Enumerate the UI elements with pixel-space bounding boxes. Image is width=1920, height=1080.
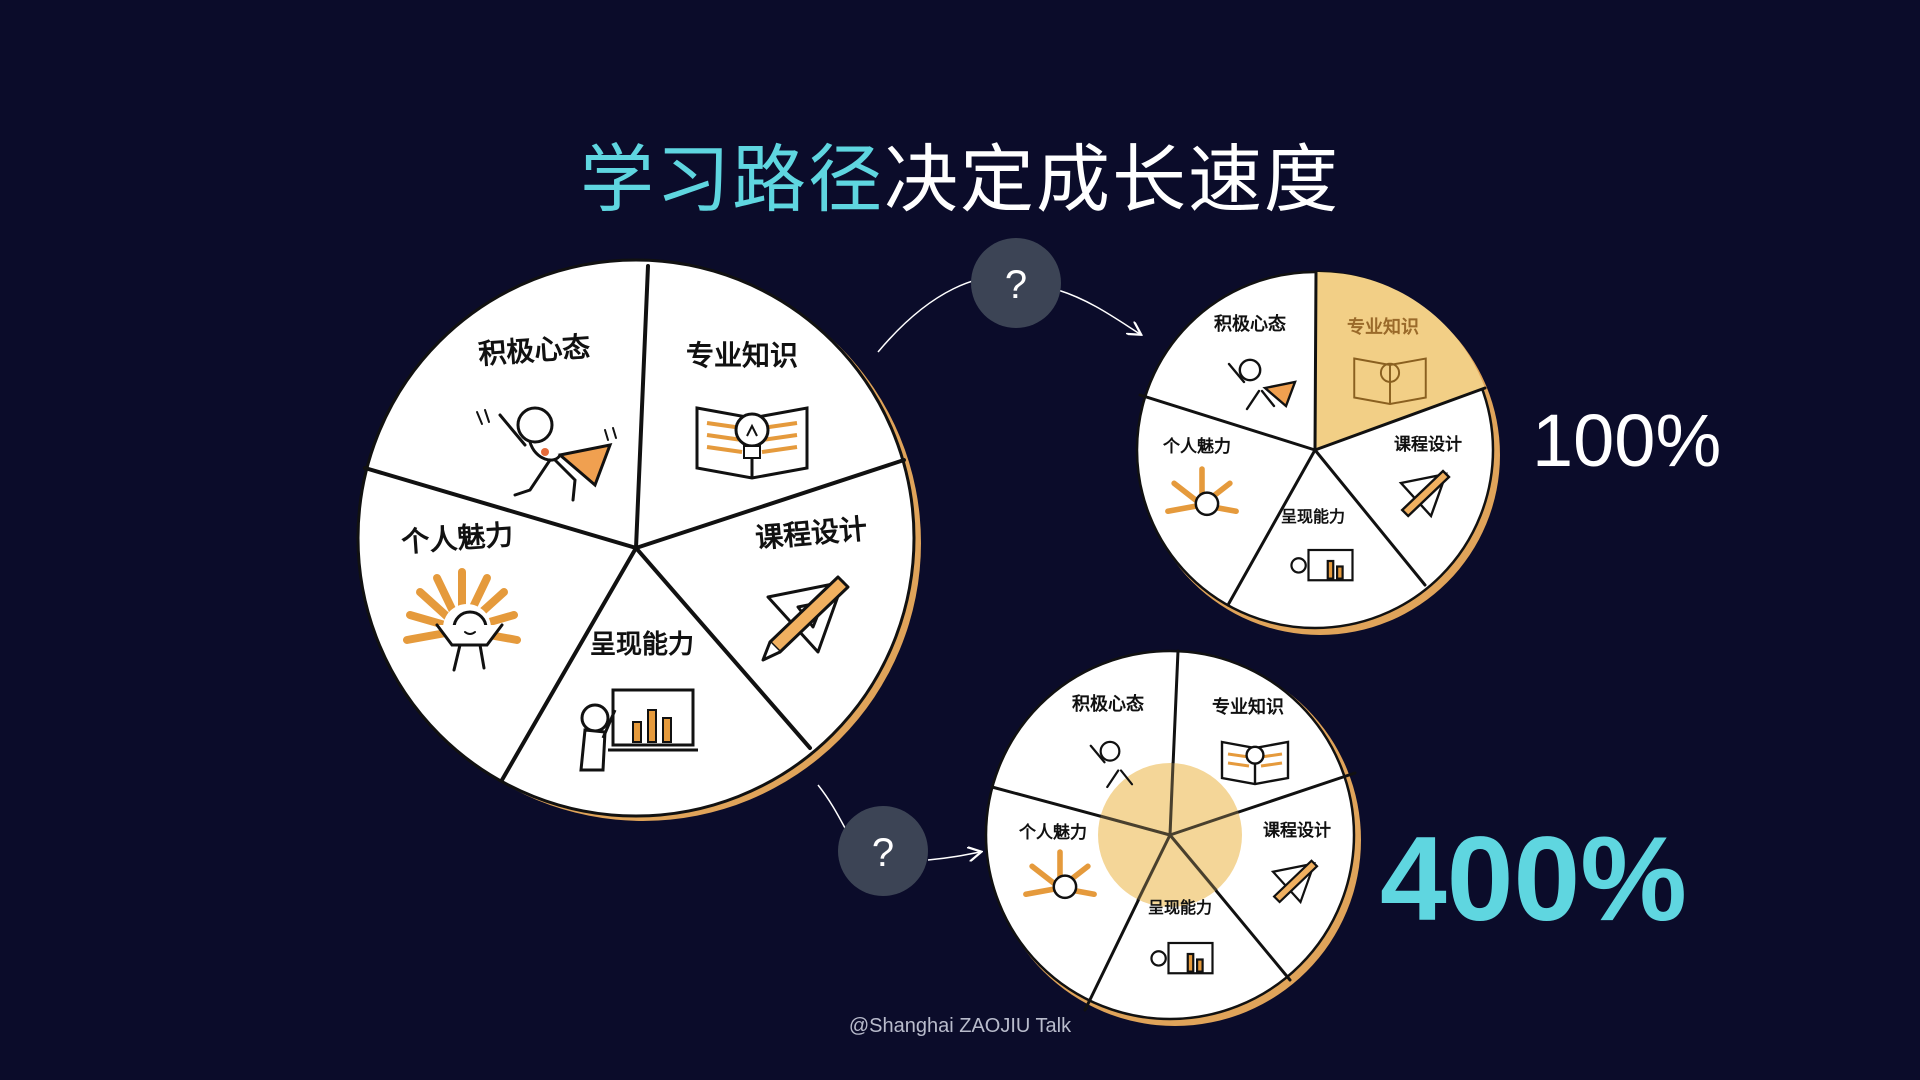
- slide-title: 学习路径决定成长速度: [0, 120, 1920, 227]
- int-seg-label-1: 专业知识: [1212, 696, 1284, 718]
- superhero-icon: [1089, 740, 1134, 789]
- bottom-arrow-line-b: [927, 852, 980, 860]
- integrated-percent: 400%: [1380, 812, 1687, 946]
- ruler-pencil-icon: [1398, 469, 1451, 519]
- large-pie-dividers: [363, 264, 906, 782]
- sequential-highlight-segment: [1315, 271, 1485, 450]
- superhero-icon: [1227, 358, 1297, 411]
- presentation-chart-icon: [1290, 548, 1354, 582]
- top-question-mark: ?: [1005, 263, 1027, 307]
- title-highlight: 学习路径: [580, 137, 884, 223]
- int-seg-label-4: 个人魅力: [1018, 822, 1087, 843]
- sunburst-person-icon: [1023, 849, 1097, 900]
- seq-seg-label-2: 课程设计: [1394, 434, 1462, 455]
- book-lightbulb-icon: [1353, 357, 1427, 405]
- ruler-pencil-icon: [1270, 859, 1319, 905]
- top-arrow-line-b: [1057, 289, 1140, 334]
- large-seg-label-1: 专业知识: [686, 339, 798, 372]
- presentation-chart-icon: [579, 688, 698, 772]
- superhero-icon: [476, 406, 617, 502]
- title-rest: 决定成长速度: [884, 137, 1340, 223]
- bottom-question-badge: ?: [838, 806, 928, 896]
- bottom-arrow-line-a: [817, 784, 846, 829]
- int-seg-label-0: 积极心态: [1072, 693, 1144, 715]
- top-question-badge: ?: [971, 238, 1061, 328]
- presentation-chart-icon: [1150, 941, 1214, 975]
- seq-seg-label-1: 专业知识: [1347, 316, 1419, 338]
- seq-seg-label-4: 个人魅力: [1162, 436, 1231, 457]
- book-lightbulb-icon: [695, 406, 809, 480]
- integrated-pie: 积极心态 专业知识 课程设计 呈现能力 个人魅力: [984, 649, 1361, 1026]
- sunburst-person-icon: [403, 568, 521, 672]
- sequential-pie: 积极心态 专业知识 课程设计 呈现能力 个人魅力: [1135, 270, 1500, 635]
- large-seg-label-0: 积极心态: [477, 330, 591, 371]
- bottom-question-mark: ?: [872, 831, 894, 875]
- seq-seg-label-0: 积极心态: [1214, 313, 1286, 335]
- int-seg-label-2: 课程设计: [1263, 820, 1331, 841]
- large-pie: 积极心态 专业知识 课程设计 呈现能力 个人魅力: [356, 258, 921, 821]
- sequential-pie-dividers: [1138, 270, 1487, 607]
- seq-seg-label-3: 呈现能力: [1281, 507, 1345, 526]
- credit-text: @Shanghai ZAOJIU Talk: [848, 1015, 1072, 1037]
- int-seg-label-3: 呈现能力: [1148, 898, 1212, 917]
- book-lightbulb-icon: [1220, 740, 1290, 786]
- sequential-percent: 100%: [1532, 399, 1722, 482]
- large-seg-label-4: 个人魅力: [400, 518, 514, 559]
- large-seg-label-3: 呈现能力: [590, 629, 694, 660]
- sunburst-person-icon: [1165, 466, 1239, 517]
- ruler-pencil-icon: [761, 575, 850, 662]
